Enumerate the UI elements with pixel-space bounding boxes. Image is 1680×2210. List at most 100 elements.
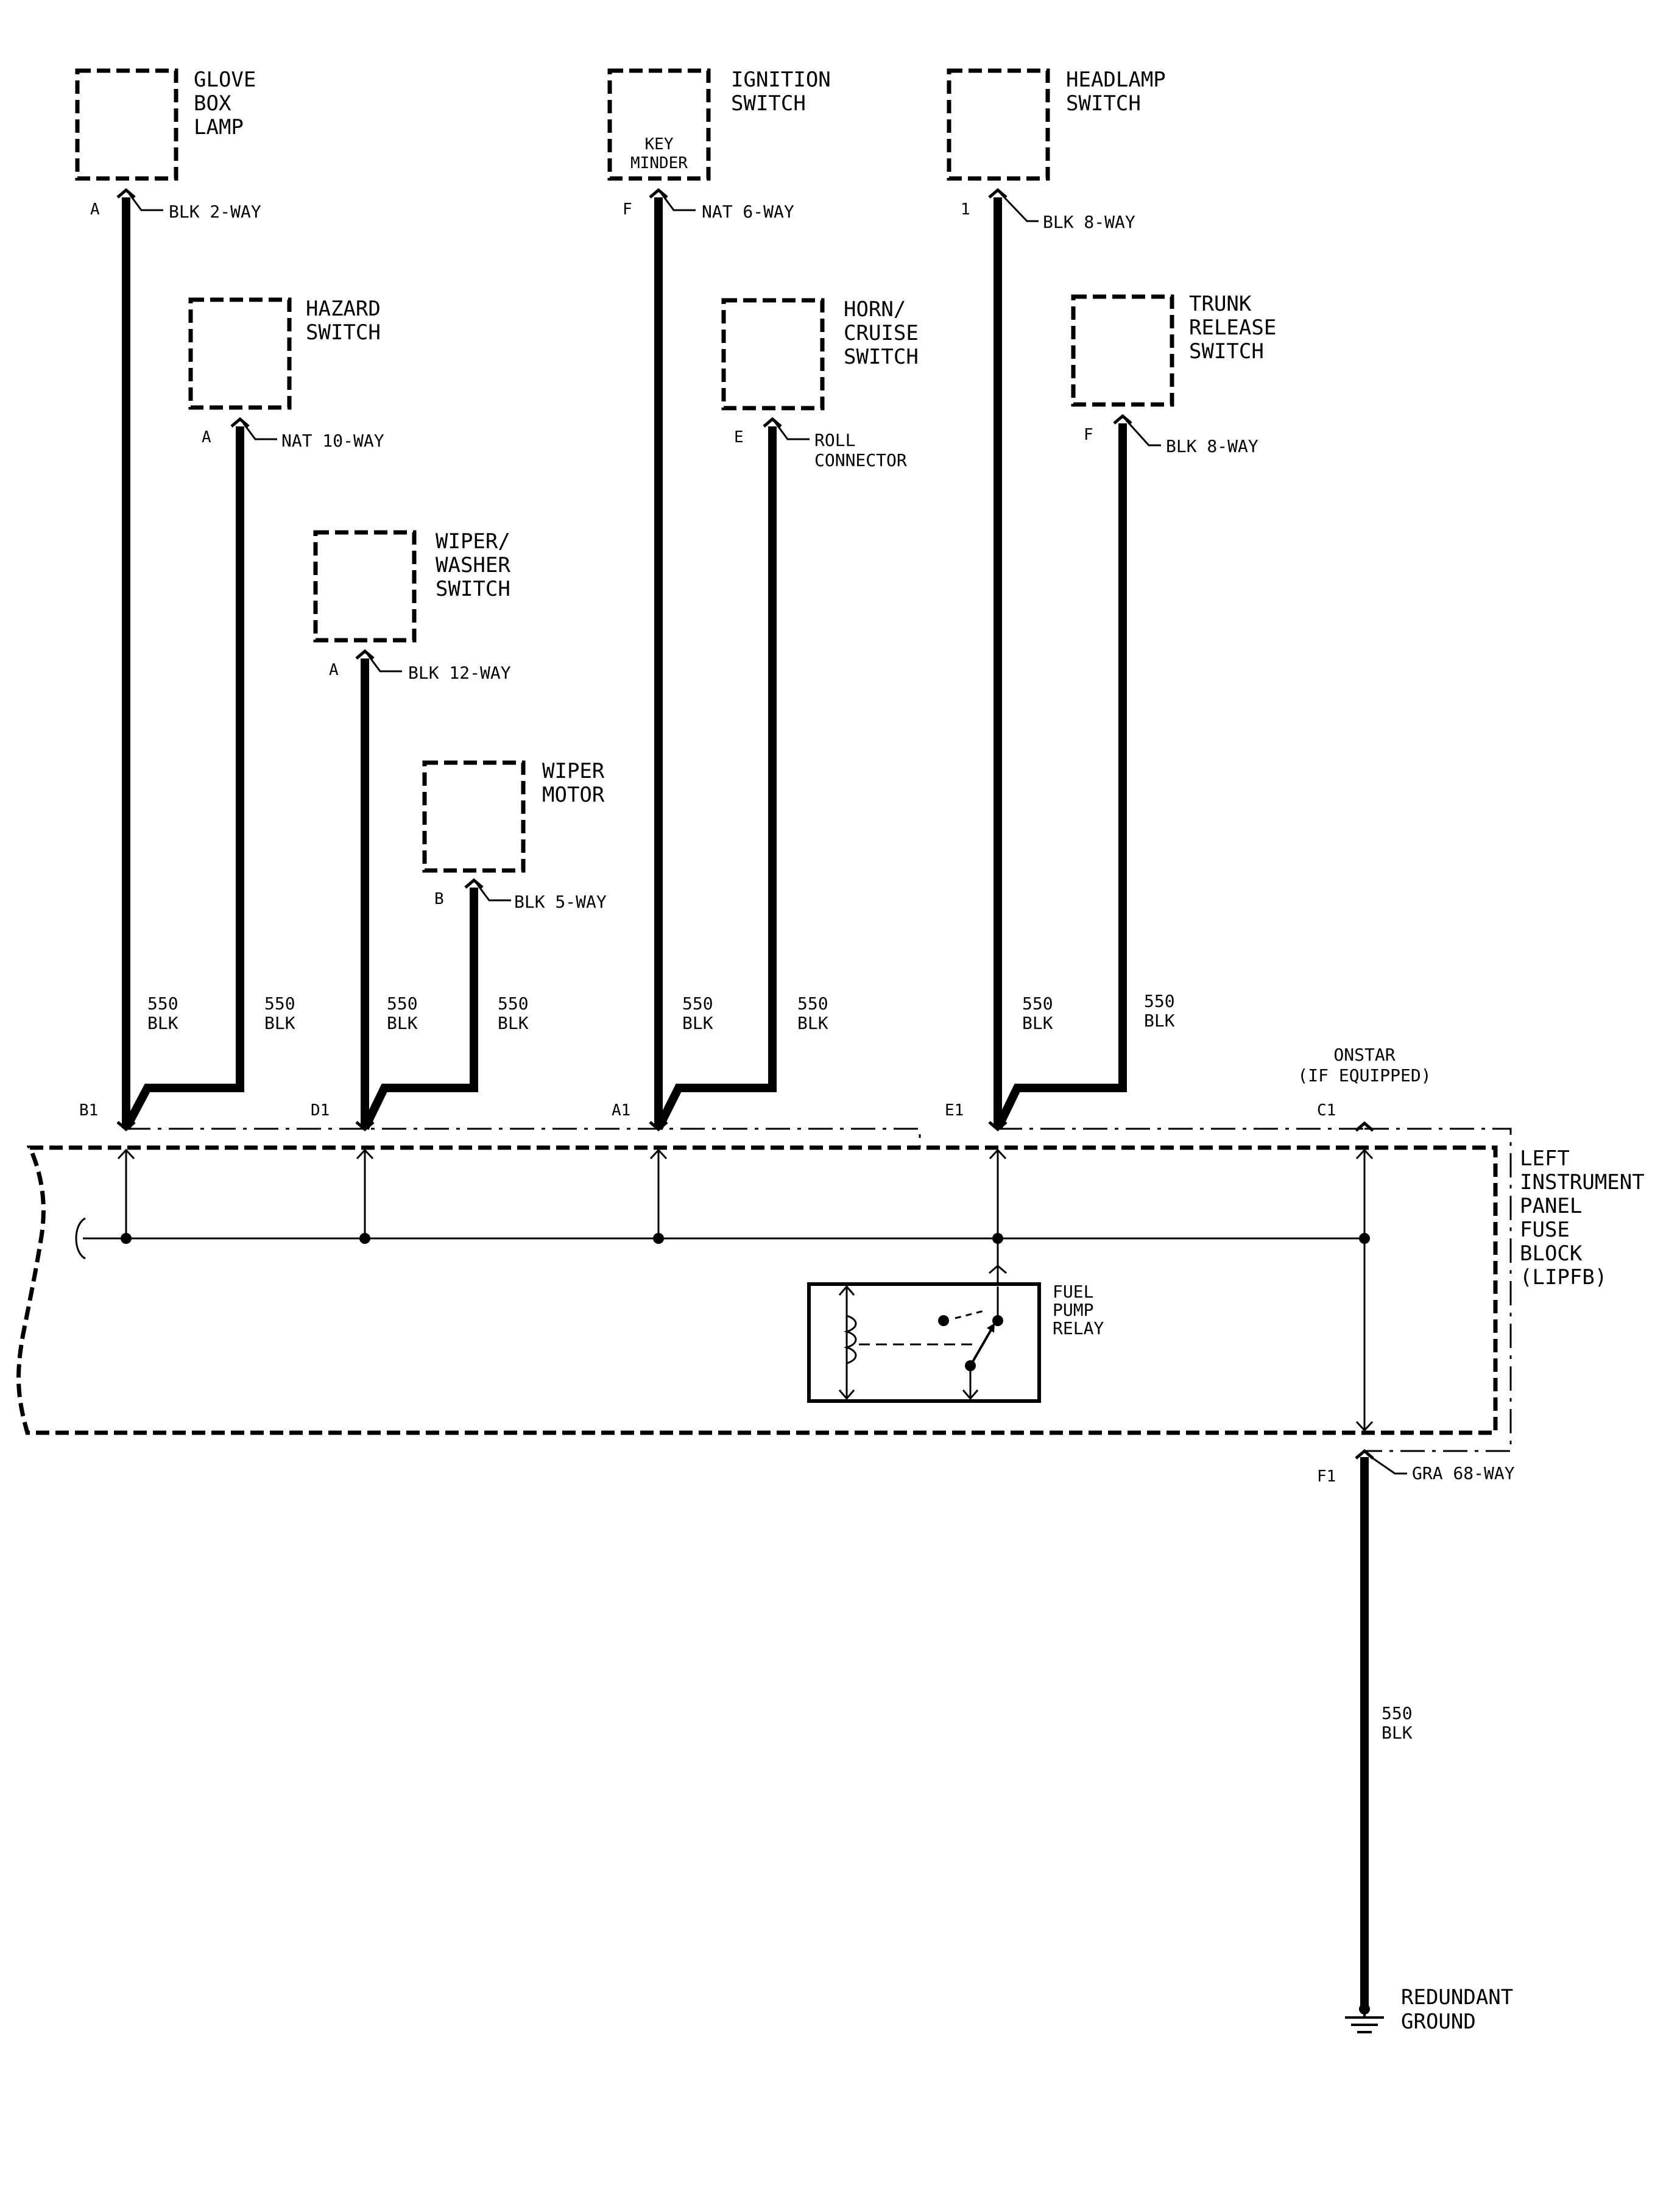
- wiper-motor-connector: BLK 5-WAY: [514, 892, 607, 912]
- headlamp-switch-label-1: HEADLAMP: [1066, 68, 1166, 92]
- horn-cruise-pin: E: [734, 428, 744, 447]
- terminal-e1: [988, 1121, 1008, 1132]
- key-minder-label-2: MINDER: [630, 154, 688, 172]
- glove-box-terminal: [116, 188, 136, 199]
- ignition-switch-label-1: IGNITION: [731, 68, 831, 92]
- terminal-label-d1: D1: [311, 1101, 330, 1120]
- terminal-b1: [116, 1121, 136, 1132]
- horn-cruise-connector-2: CONNECTOR: [814, 450, 907, 470]
- ground-label-2: GROUND: [1401, 2010, 1476, 2034]
- wire-label-6-circuit: 550: [797, 994, 828, 1014]
- wiper-washer-label-1: WIPER/: [436, 529, 510, 554]
- wire-label-2-circuit: 550: [264, 994, 295, 1014]
- wiper-motor-pin: B: [434, 890, 444, 908]
- wire-label-8-circuit: 550: [1144, 991, 1175, 1011]
- fuse-block-label-1: LEFT: [1520, 1146, 1570, 1171]
- trunk-release-connector: BLK 8-WAY: [1166, 436, 1258, 456]
- wire-label-5-circuit: 550: [682, 994, 713, 1014]
- hazard-switch-label-2: SWITCH: [306, 320, 381, 345]
- wiper-washer-switch-box: [313, 530, 417, 643]
- hazard-terminal: [230, 417, 250, 428]
- headlamp-switch-box: [947, 68, 1050, 181]
- hazard-connector: NAT 10-WAY: [281, 431, 384, 451]
- relay-label-2: PUMP: [1053, 1300, 1093, 1320]
- wire-label-9-circuit: 550: [1382, 1703, 1413, 1723]
- wiper-motor-connector-leader: [476, 883, 511, 902]
- terminal-label-f1: F1: [1317, 1467, 1336, 1486]
- terminal-label-c1: C1: [1317, 1101, 1336, 1120]
- ignition-switch-box: [607, 68, 711, 181]
- fuse-block-label-5: BLOCK: [1520, 1241, 1583, 1266]
- wiper-washer-label-3: SWITCH: [436, 577, 510, 601]
- relay-feed: [989, 1238, 1007, 1284]
- ignition-connector-leader: [660, 193, 696, 211]
- relay-internals: [838, 1285, 1003, 1400]
- trunk-release-label-1: TRUNK: [1189, 292, 1252, 316]
- trunk-release-connector-leader: [1124, 418, 1161, 447]
- wiper-washer-label-2: WASHER: [436, 553, 510, 577]
- f1-connector: GRA 68-WAY: [1412, 1463, 1515, 1483]
- ignition-connector: NAT 6-WAY: [702, 202, 794, 222]
- hazard-pin: A: [202, 428, 211, 447]
- trunk-release-pin: F: [1084, 426, 1093, 444]
- horn-cruise-switch-box: [721, 298, 825, 411]
- glove-box-lamp-box: [75, 68, 178, 181]
- bus-junctions: [121, 1233, 1370, 1244]
- ignition-switch-label-2: SWITCH: [731, 91, 806, 116]
- glove-box-lamp-label-1: GLOVE: [194, 68, 256, 92]
- ignition-terminal: [649, 188, 668, 199]
- wire-label-3-circuit: 550: [387, 994, 418, 1014]
- wire-label-3-color: BLK: [387, 1013, 418, 1033]
- horn-cruise-terminal: [763, 417, 782, 428]
- wire-label-8-color: BLK: [1144, 1011, 1175, 1031]
- fuel-pump-relay-box: [807, 1282, 1041, 1403]
- glove-box-connector: BLK 2-WAY: [169, 202, 261, 222]
- wire-horn-cruise: [654, 426, 777, 1131]
- onstar-label-2: (IF EQUIPPED): [1297, 1065, 1431, 1086]
- glove-box-connector-leader: [128, 193, 163, 211]
- headlamp-connector: BLK 8-WAY: [1043, 212, 1135, 232]
- wire-label-1-color: BLK: [147, 1013, 178, 1033]
- trunk-release-label-2: RELEASE: [1189, 316, 1276, 340]
- headlamp-connector-leader: [1000, 192, 1039, 222]
- fuse-block-outer-right: [1364, 1128, 1512, 1452]
- hazard-switch-label-1: HAZARD: [306, 297, 381, 321]
- headlamp-terminal: [988, 188, 1008, 199]
- glove-box-lamp-label-3: LAMP: [194, 115, 244, 139]
- wire-label-5-color: BLK: [682, 1013, 713, 1033]
- wiper-motor-terminal: [464, 878, 484, 889]
- terminal-d1: [355, 1121, 375, 1132]
- horn-cruise-label-1: HORN/: [844, 297, 906, 322]
- f1-connector-leader: [1367, 1453, 1407, 1475]
- wiper-washer-connector-leader: [367, 654, 402, 673]
- hazard-switch-box: [188, 297, 292, 410]
- wire-label-4-color: BLK: [498, 1013, 529, 1033]
- terminal-a1: [649, 1121, 668, 1132]
- wire-hazard: [122, 426, 244, 1131]
- key-minder-label-1: KEY: [645, 135, 674, 154]
- horn-cruise-label-3: SWITCH: [844, 345, 919, 369]
- fuse-block-label-6: (LIPFB): [1520, 1265, 1607, 1290]
- wiper-washer-connector: BLK 12-WAY: [408, 663, 511, 683]
- fuse-block-header-line: [126, 1128, 1364, 1148]
- wiper-motor-label-1: WIPER: [542, 759, 605, 783]
- onstar-label-1: ONSTAR: [1333, 1045, 1395, 1065]
- hazard-connector-leader: [242, 422, 277, 440]
- wire-label-9-color: BLK: [1382, 1723, 1413, 1743]
- wire-wiper-motor: [361, 888, 478, 1131]
- wiper-motor-label-2: MOTOR: [542, 783, 605, 807]
- wiper-washer-pin: A: [329, 661, 339, 679]
- wire-label-2-color: BLK: [264, 1013, 295, 1033]
- wire-label-7-circuit: 550: [1022, 994, 1053, 1014]
- internal-links: [117, 1148, 1374, 1432]
- trunk-release-switch-box: [1071, 294, 1174, 407]
- trunk-release-label-3: SWITCH: [1189, 339, 1264, 364]
- bus-break-mark: [75, 1217, 86, 1260]
- fuse-block-label-4: FUSE: [1520, 1218, 1570, 1242]
- horn-cruise-label-2: CRUISE: [844, 321, 919, 345]
- fuse-block-label-2: INSTRUMENT: [1520, 1170, 1645, 1195]
- wire-label-4-circuit: 550: [498, 994, 529, 1014]
- relay-label-3: RELAY: [1053, 1318, 1104, 1338]
- glove-box-lamp-label-2: BOX: [194, 91, 231, 116]
